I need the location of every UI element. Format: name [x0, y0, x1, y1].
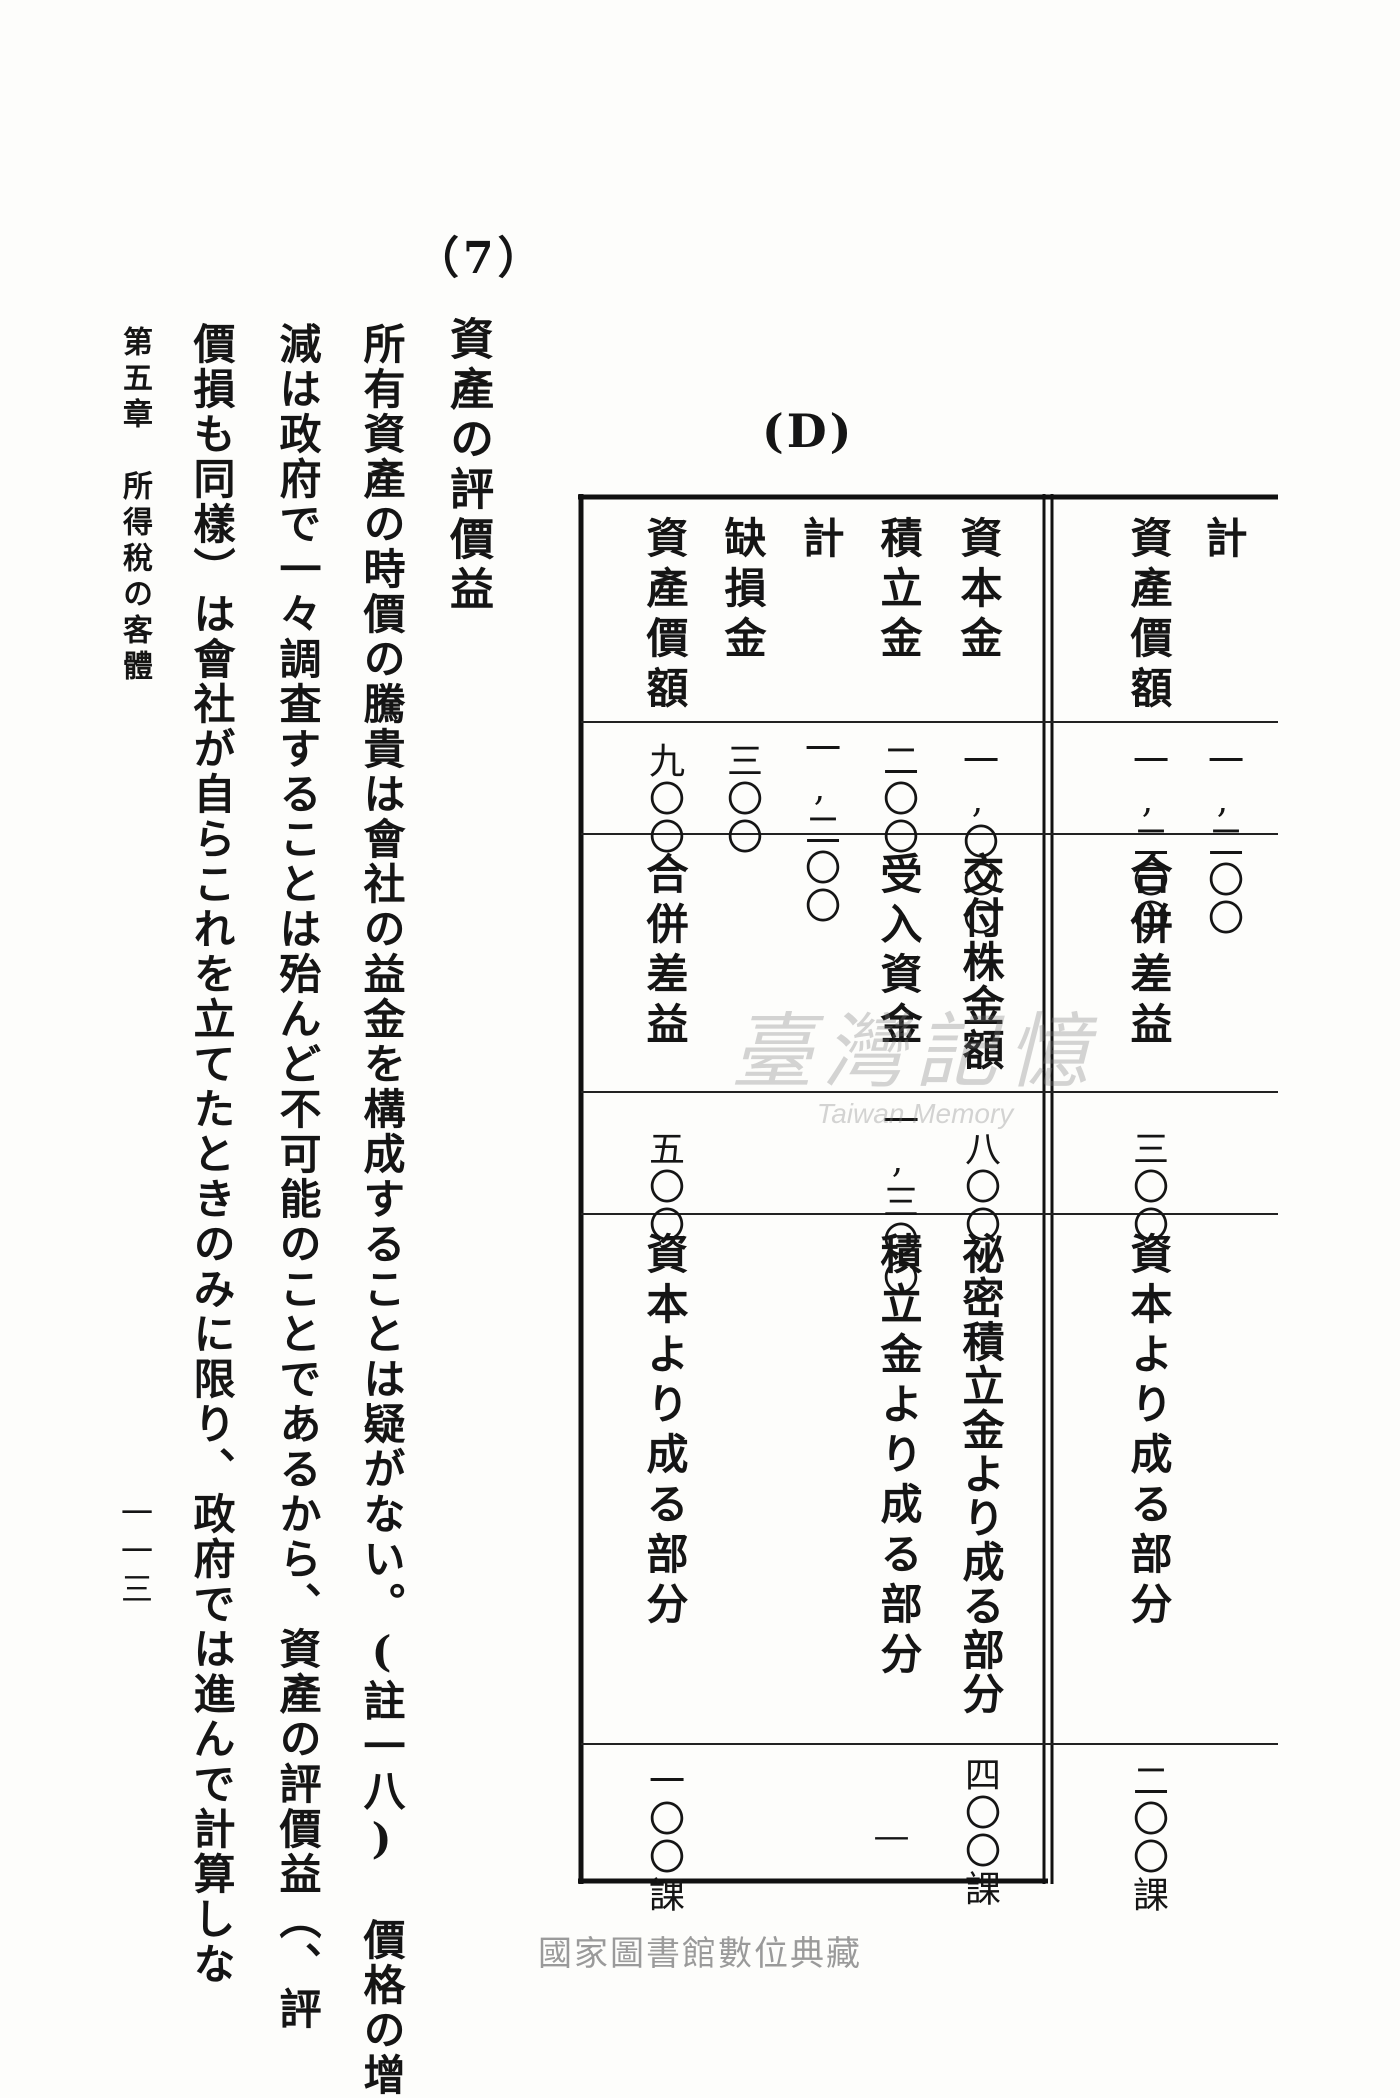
col-b-amount-capital: 一,〇〇〇 — [957, 742, 998, 937]
watermark-subtitle: Taiwan Memory — [816, 1098, 1014, 1129]
body-line-3: 價損も同樣）は會社が自らこれを立てたときのみに限り、政府では進んで計算しな — [187, 322, 236, 1987]
col-b-capital-part: 資本より成る部分 — [640, 1232, 689, 1632]
col-a-item-asset-value: 資產價額 — [1124, 516, 1173, 716]
col-b-issued-shares: 交付株金額 — [956, 852, 1005, 1072]
col-b-merger-gain: 合併差益 — [640, 852, 689, 1052]
ledger-table: 計 資產價額 一,二〇〇 一,二〇〇 合併差益 三〇〇 資本より成る部分 二〇〇… — [578, 494, 1278, 1914]
watermark: 臺灣記憶 Taiwan Memory — [700, 985, 1130, 1130]
col-b-item-deficit: 缺損金 — [718, 516, 767, 666]
col-b-merger-gain-amount: 五〇〇 — [643, 1130, 684, 1244]
col-a-merger-gain-amount: 三〇〇 — [1127, 1130, 1168, 1244]
section-number: （7） — [415, 233, 546, 284]
col-b-item-asset-value: 資產價額 — [640, 516, 689, 716]
col-a-merger-gain: 合併差益 — [1124, 852, 1173, 1052]
col-b-amount-reserve: 二〇〇 — [877, 742, 918, 856]
col-b-reserve-part-amount: — — [871, 1816, 912, 1857]
section-heading: 資產の評價益 — [442, 316, 493, 616]
col-b-issued-shares-amount: 八〇〇 — [959, 1130, 1000, 1244]
col-b-secret-reserve-part: 祕密積立金より成る部分 — [956, 1232, 1005, 1716]
col-b-capital-part-amount: 一〇〇課 — [643, 1762, 684, 1914]
col-b-secret-reserve-part-amount: 四〇〇課 — [959, 1756, 1000, 1908]
running-header: 第五章 所得稅の客體 — [117, 326, 152, 686]
col-b-amount-total: 一,二〇〇 — [799, 730, 840, 925]
col-a-amount-total: 一,二〇〇 — [1202, 742, 1243, 937]
col-b-item-total: 計 — [796, 516, 845, 566]
col-b-received-funds: 受入資金 — [874, 852, 923, 1052]
col-b-item-capital: 資本金 — [954, 516, 1003, 666]
table-rules — [578, 494, 1278, 1884]
col-a-capital-part: 資本より成る部分 — [1124, 1232, 1173, 1632]
col-b-received-funds-amount: 一,三〇〇 — [877, 1102, 918, 1297]
col-b-reserve-part: 積立金より成る部分 — [874, 1232, 923, 1682]
col-b-item-reserve: 積立金 — [874, 516, 923, 666]
body-line-1: 所有資產の時價の騰貴は會社の益金を構成することは疑がない。(註一八) 價格の增 — [357, 322, 406, 2098]
col-a-item-total: 計 — [1199, 516, 1248, 566]
table-label: (D) — [762, 404, 855, 458]
page-number: 一一三 — [116, 1496, 154, 1610]
watermark-title: 臺灣記憶 — [731, 1005, 1099, 1100]
col-b-amount-deficit: 三〇〇 — [721, 742, 762, 856]
col-a-amount-asset-value: 一,二〇〇 — [1127, 742, 1168, 937]
footer-credit: 國家圖書館數位典藏 — [538, 1934, 862, 1974]
col-a-capital-part-amount: 二〇〇課 — [1127, 1762, 1168, 1914]
body-line-2: 減は政府で一々調査することは殆んど不可能のことであるから、資產の評價益（、評 — [273, 322, 322, 2032]
col-b-amount-asset-value: 九〇〇 — [643, 742, 684, 856]
